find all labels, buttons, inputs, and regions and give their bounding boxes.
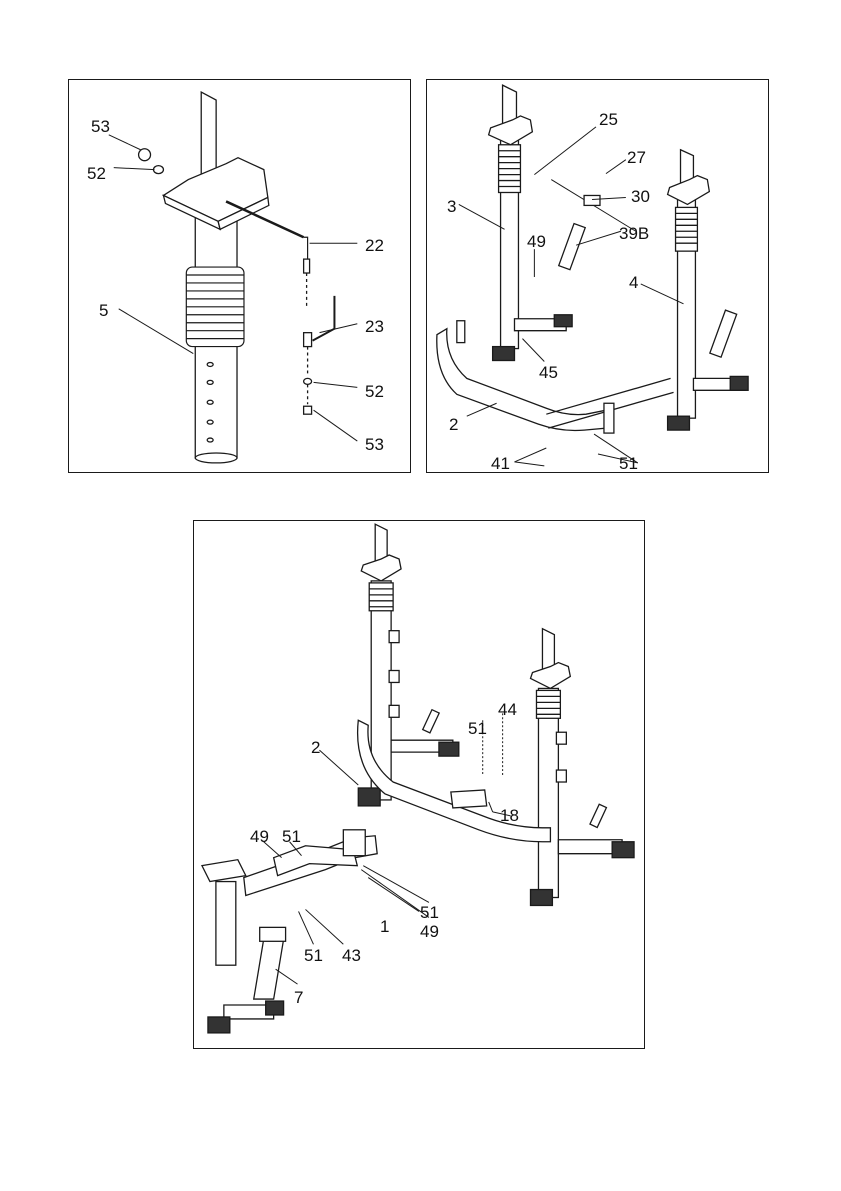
- callout-51: 51: [619, 455, 638, 472]
- callout-25: 25: [599, 111, 618, 128]
- washer-52: [154, 166, 164, 174]
- panel-upright-assembly-detail: 53 52 5 22 23 52 53: [68, 79, 411, 473]
- callout-22: 22: [365, 237, 384, 254]
- callout-18: 18: [500, 807, 519, 824]
- j-hook-right: [668, 176, 710, 205]
- pin-39b: [559, 224, 586, 270]
- washer-52b: [304, 378, 312, 384]
- j-hook-left: [489, 116, 533, 145]
- callout-23: 23: [365, 318, 384, 335]
- front-post: [216, 882, 236, 966]
- callout-2: 2: [311, 739, 320, 756]
- callout-4: 4: [629, 274, 638, 291]
- full-assembly-drawing: [194, 521, 644, 1048]
- callout-49-left: 49: [250, 828, 269, 845]
- panel-full-assembly: 2 51 44 18 49 51 51 49 1 51 43 7: [193, 520, 645, 1049]
- callout-41: 41: [491, 455, 510, 472]
- callout-53-lower: 53: [365, 436, 384, 453]
- callout-52: 52: [87, 165, 106, 182]
- callout-7: 7: [294, 989, 303, 1006]
- callout-27: 27: [627, 149, 646, 166]
- tube-bottom: [195, 453, 237, 463]
- leg-7: [254, 939, 284, 999]
- callout-49: 49: [527, 233, 546, 250]
- callout-49-right: 49: [420, 923, 439, 940]
- upright-right: [538, 688, 558, 897]
- callout-51-left: 51: [282, 828, 301, 845]
- callout-44: 44: [498, 701, 517, 718]
- nut-53: [139, 149, 151, 161]
- part-30: [584, 195, 600, 205]
- upright-detail-drawing: [69, 80, 410, 472]
- plate-18: [451, 790, 487, 808]
- callout-51-right: 51: [420, 904, 439, 921]
- base-bar-2: [437, 329, 606, 431]
- nut-53b: [304, 406, 312, 414]
- pin-23: [313, 296, 335, 341]
- base-assembly-drawing: [427, 80, 768, 472]
- callout-53: 53: [91, 118, 110, 135]
- callout-43: 43: [342, 947, 361, 964]
- callout-1: 1: [380, 918, 389, 935]
- spring: [186, 267, 244, 347]
- panel-base-assembly: 25 27 3 30 49 39B 4 45 2 41 51: [426, 79, 769, 473]
- callout-5: 5: [99, 302, 108, 319]
- callout-3: 3: [447, 198, 456, 215]
- callout-30: 30: [631, 188, 650, 205]
- callout-51-bottom: 51: [304, 947, 323, 964]
- callout-39b: 39B: [619, 225, 649, 242]
- callout-52-lower: 52: [365, 383, 384, 400]
- callout-51: 51: [468, 720, 487, 737]
- callout-45: 45: [539, 364, 558, 381]
- callout-2: 2: [449, 416, 458, 433]
